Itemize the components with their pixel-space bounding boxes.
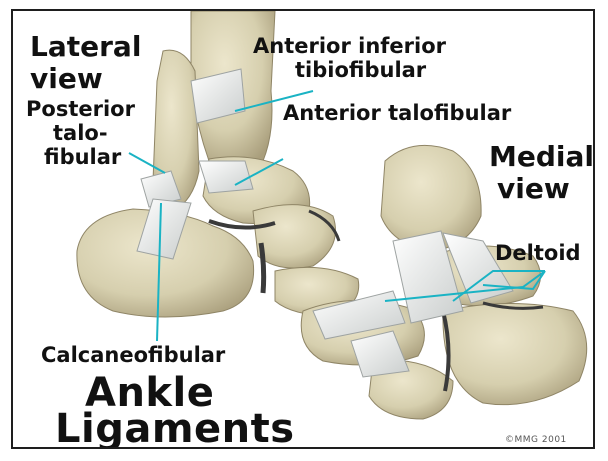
anterior-inferior-tibiofibular-label-line1: Anterior inferior (253, 36, 446, 57)
lateral-view-label-line2: view (30, 65, 103, 93)
anterior-talofibular-ligament (199, 161, 253, 193)
posterior-talofibular-label-line3: fibular (44, 147, 121, 168)
medial-view-label-line2: view (497, 175, 570, 203)
anterior-talofibular-label: Anterior talofibular (283, 103, 511, 124)
copyright-credit: ©MMG 2001 (505, 436, 567, 445)
deltoid-label: Deltoid (495, 243, 581, 264)
anterior-inferior-tibiofibular-label-line2: tibiofibular (295, 60, 426, 81)
posterior-talofibular-label-line2: talo- (53, 123, 108, 144)
medial-view-label-line1: Medial (489, 143, 594, 171)
posterior-talofibular-label-line1: Posterior (26, 99, 135, 120)
lateral-view-label-line1: Lateral (30, 33, 141, 61)
diagram-frame: Lateral view Anterior inferior tibiofibu… (11, 9, 595, 449)
calcaneofibular-label: Calcaneofibular (41, 345, 225, 366)
medial-calcaneus-bone (443, 304, 587, 405)
title-line2: Ligaments (55, 409, 295, 449)
